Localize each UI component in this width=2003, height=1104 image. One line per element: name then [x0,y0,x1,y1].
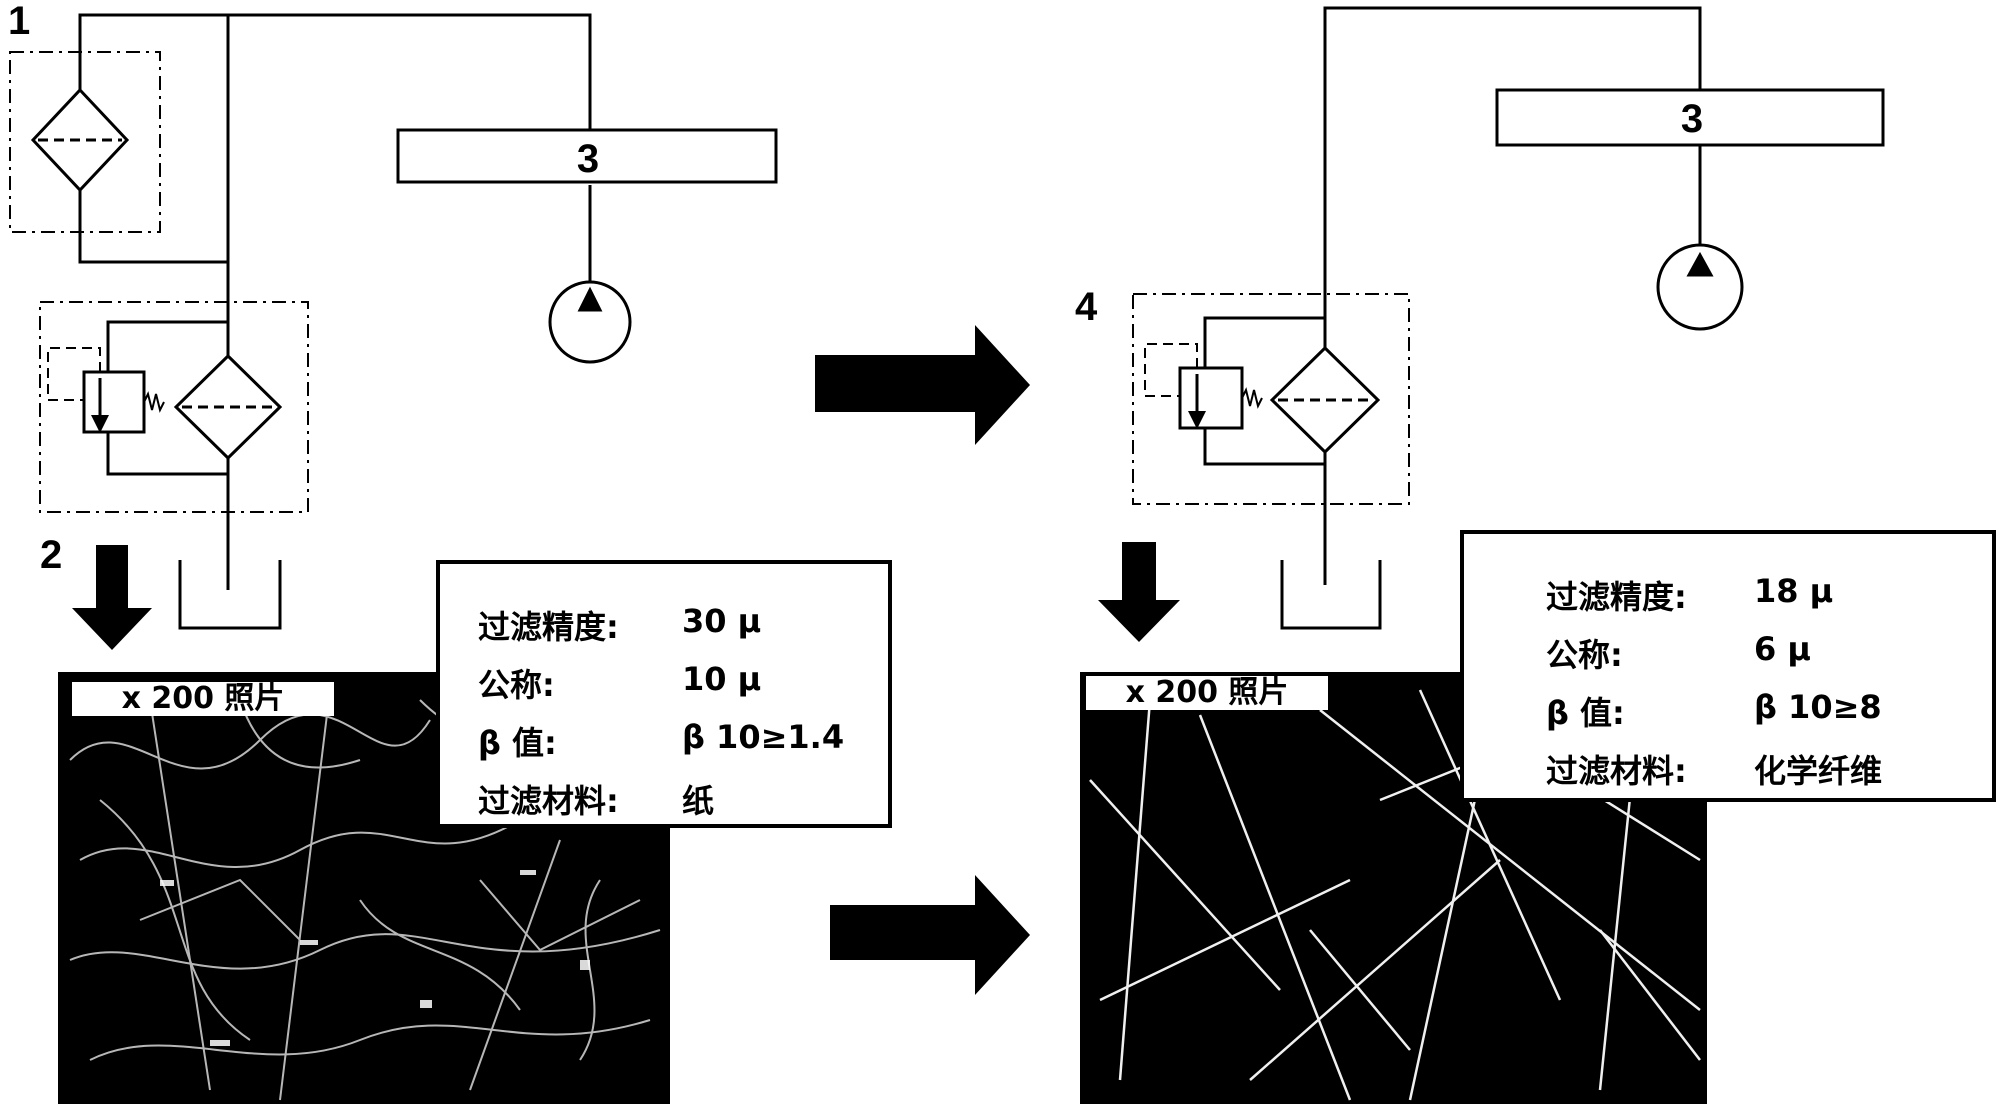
assembly-4-dashed-box [1132,293,1410,505]
bypass-valve-body [82,370,146,434]
assembly-2-bypass [106,320,228,372]
arrow-down-right [1098,542,1180,642]
right-pump-circle [1656,243,1744,331]
right-pump-triangle [1686,251,1714,277]
left-spec-val-precision: 30 μ [682,602,762,640]
filter-2-diamond [173,353,283,461]
right-spec-val-precision: 18 μ [1754,572,1834,610]
left-spec-key-precision: 过滤精度: [478,608,619,646]
right-spec-val-material: 化学纤维 [1754,752,1883,790]
assembly-2-dashed-box [39,301,309,513]
filter-4-diamond [1269,345,1381,455]
left-pipe-return [78,190,228,264]
arrow-right-top [815,325,1030,445]
right-unit-3-box [1495,88,1885,147]
label-1: 1 [8,0,30,43]
right-spec-key-beta: β 值: [1546,694,1625,732]
right-spec-key-material: 过滤材料: [1546,752,1687,790]
left-spec-key-beta: β 值: [478,724,557,762]
arrow-right-bottom [830,875,1030,995]
left-pump-triangle [577,286,603,312]
right-spec-val-nominal: 6 μ [1754,630,1811,668]
bypass-valve-spring [143,391,165,413]
right-tank [1280,560,1382,630]
left-tank [178,560,282,630]
left-spec-key-material: 过滤材料: [478,782,619,820]
left-unit-3-box [396,128,778,184]
right-spec-key-precision: 过滤精度: [1546,578,1687,616]
right-pipe-top [1323,6,1702,365]
left-spec-box: 过滤精度: 30 μ 公称: 10 μ β 值: β 10≥1.4 过滤材料: … [436,560,892,828]
right-spec-key-nominal: 公称: [1546,636,1623,674]
right-unit-3-label: 3 [1681,97,1703,141]
left-pump-circle [548,280,632,364]
label-4: 4 [1075,285,1098,329]
assembly-4-bypass [1203,316,1325,368]
left-spec-val-beta: β 10≥1.4 [682,718,845,756]
left-circuit [9,13,778,630]
left-pipe-top [78,13,592,145]
right-bypass-valve-body [1178,366,1244,430]
left-photo-caption: x 200 照片 [72,682,334,716]
left-spec-key-nominal: 公称: [478,666,555,704]
bypass-pilot-line [47,347,101,401]
left-spec-val-material: 纸 [682,782,715,820]
right-bypass-pilot-line [1144,343,1198,397]
label-2: 2 [40,533,62,577]
right-bypass-valve-spring [1241,387,1263,409]
left-unit-3-label: 3 [577,137,599,181]
right-spec-box: 过滤精度: 18 μ 公称: 6 μ β 值: β 10≥8 过滤材料: 化学纤… [1460,530,1996,802]
assembly-4-bypass-bottom [1203,428,1325,466]
left-photo-highlights [160,870,590,1046]
right-spec-val-beta: β 10≥8 [1754,688,1882,726]
right-circuit [1132,6,1885,630]
right-photo-caption: x 200 照片 [1086,676,1328,710]
left-spec-val-nominal: 10 μ [682,660,762,698]
arrow-down-left [72,545,152,650]
assembly-2-bypass-bottom [106,432,228,476]
filter-1-dashed-box [9,51,161,233]
